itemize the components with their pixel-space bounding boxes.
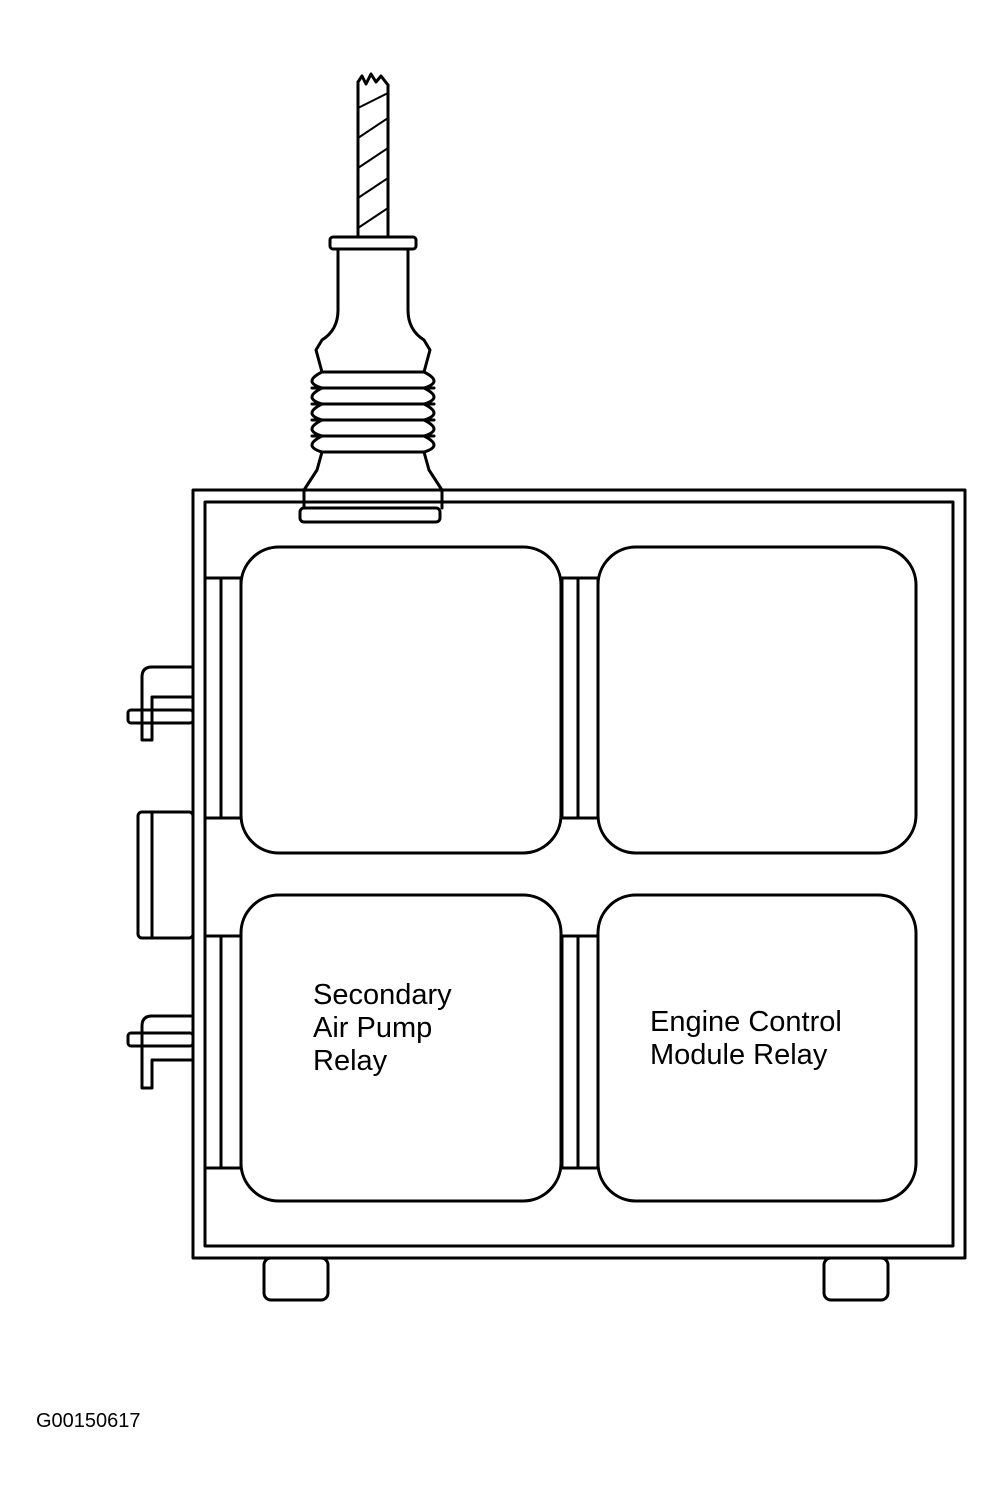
housing-foot-left (262, 1256, 330, 1302)
figure-id: G00150617 (36, 1410, 141, 1432)
relay-top-right (596, 545, 918, 855)
label-line: Secondary (313, 979, 452, 1011)
label-line: Air Pump (313, 1012, 432, 1044)
relay-engine-control-module (596, 893, 918, 1203)
relay-top-left (239, 545, 563, 855)
side-connector (136, 810, 195, 940)
relay-label-secondary-air-pump: Secondary Air Pump Relay (313, 979, 452, 1077)
mounting-clip-upper (126, 665, 195, 742)
relay-label-engine-control-module: Engine Control Module Relay (650, 1006, 842, 1071)
label-line: Engine Control (650, 1006, 842, 1038)
wire-harness (356, 72, 390, 239)
label-line: Relay (313, 1045, 388, 1077)
relay-secondary-air-pump (239, 893, 563, 1203)
label-line: Module Relay (650, 1039, 828, 1071)
harness-boot (298, 235, 444, 524)
mounting-clip-lower (126, 1014, 195, 1090)
housing-foot-right (822, 1256, 890, 1302)
relay-slots (203, 576, 600, 1170)
